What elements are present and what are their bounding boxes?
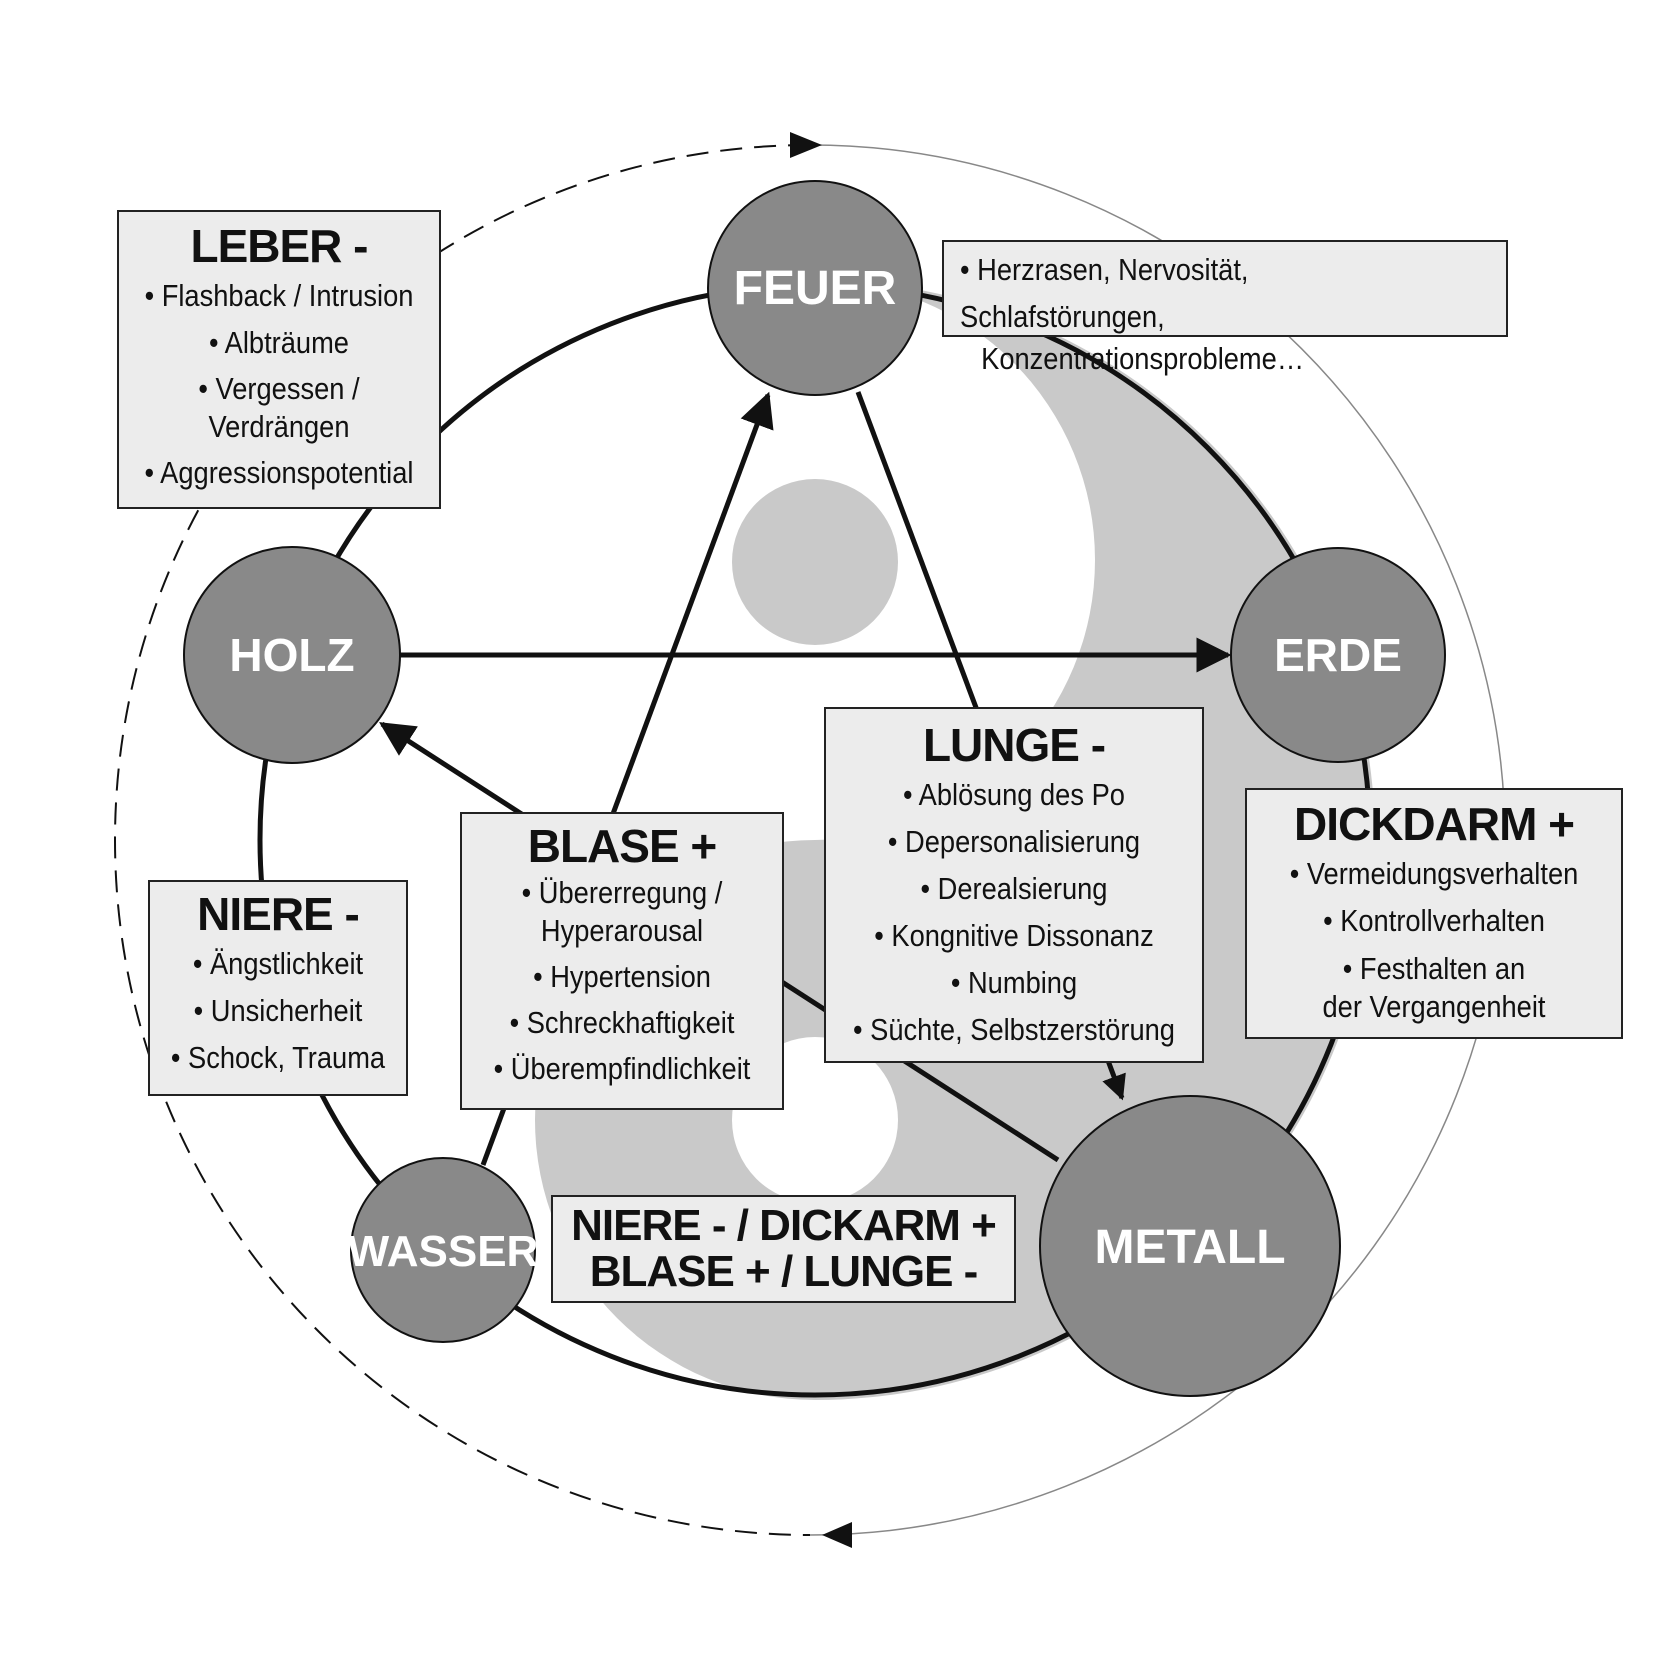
lunge-line-6: • Süchte, Selbstzerstörung <box>853 1012 1175 1047</box>
blase-line-1: • Übererregung / <box>521 875 723 910</box>
niere-title: NIERE - <box>197 888 360 940</box>
dashed-arc-arrow-bottom <box>822 1522 852 1548</box>
lunge-line-1: • Ablösung des Po <box>903 777 1125 812</box>
blase-box: BLASE + • Übererregung / Hyperarousal • … <box>460 812 784 1110</box>
blase-line-3: • Hypertension <box>533 959 711 994</box>
niere-line-1: • Ängstlichkeit <box>192 946 364 981</box>
dickdarm-title: DICKDARM + <box>1293 798 1575 850</box>
niere-line-3: • Schock, Trauma <box>170 1040 386 1075</box>
dickdarm-line-2: • Kontrollverhalten <box>1323 903 1545 938</box>
leber-line-2: • Albträume <box>209 325 349 360</box>
lunge-line-2: • Depersonalisierung <box>887 824 1141 859</box>
node-wasser: WASSER <box>348 1157 539 1343</box>
niere-box: NIERE - • Ängstlichkeit • Unsicherheit •… <box>148 880 408 1096</box>
node-wasser-label: WASSER <box>348 1227 539 1276</box>
lunge-line-4: • Kongnitive Dissonanz <box>874 918 1154 953</box>
node-holz-label: HOLZ <box>229 629 354 681</box>
node-feuer-label: FEUER <box>734 262 897 315</box>
blase-title: BLASE + <box>527 820 718 872</box>
leber-line-4: Verdrängen <box>208 409 350 444</box>
lunge-line-3: • Derealsierung <box>920 871 1108 906</box>
leber-box: LEBER - • Flashback / Intrusion • Albträ… <box>117 210 441 509</box>
combination-line-2: BLASE + / LUNGE - <box>589 1247 979 1296</box>
lunge-title: LUNGE - <box>922 719 1106 771</box>
feuer-symptoms-line-2: Konzentrationsprobleme… <box>981 341 1305 376</box>
niere-line-2: • Unsicherheit <box>193 993 363 1028</box>
blase-line-4: • Schreckhaftigkeit <box>509 1005 735 1040</box>
leber-line-3: • Vergessen / <box>198 371 360 406</box>
node-metall: METALL <box>1039 1095 1341 1397</box>
dickdarm-box: DICKDARM + • Vermeidungsverhalten • Kont… <box>1245 788 1623 1039</box>
lunge-box: LUNGE - • Ablösung des Po • Depersonalis… <box>824 707 1204 1063</box>
node-erde: ERDE <box>1230 547 1446 763</box>
combination-line-1: NIERE - / DICKARM + <box>571 1201 997 1250</box>
blase-line-5: • Überempfindlichkeit <box>493 1051 751 1086</box>
dickdarm-line-4: der Vergangenheit <box>1322 989 1546 1024</box>
node-holz: HOLZ <box>183 546 401 764</box>
yin-yang-dot-upper <box>732 479 898 645</box>
feuer-symptoms-line-1: • Herzrasen, Nervosität, Schlafstörungen… <box>960 252 1249 334</box>
leber-line-5: • Aggressionspotential <box>144 455 414 490</box>
leber-line-1: • Flashback / Intrusion <box>144 278 414 313</box>
dickdarm-line-3: • Festhalten an <box>1342 951 1526 986</box>
feuer-symptoms-box: • Herzrasen, Nervosität, Schlafstörungen… <box>942 240 1508 376</box>
combination-summary-box: NIERE - / DICKARM + BLASE + / LUNGE - <box>551 1195 1016 1303</box>
dickdarm-line-1: • Vermeidungsverhalten <box>1289 856 1579 891</box>
dashed-cycle-arc <box>114 144 811 1536</box>
node-metall-label: METALL <box>1094 1221 1285 1274</box>
dashed-arc-arrow-top <box>790 132 822 158</box>
blase-line-2: Hyperarousal <box>540 913 704 948</box>
leber-title: LEBER - <box>190 220 369 272</box>
node-erde-label: ERDE <box>1274 629 1402 681</box>
lunge-line-5: • Numbing <box>950 965 1078 1000</box>
node-feuer: FEUER <box>707 180 923 396</box>
element-nodes: FEUER ERDE METALL WASSER HOLZ <box>183 180 1446 1397</box>
